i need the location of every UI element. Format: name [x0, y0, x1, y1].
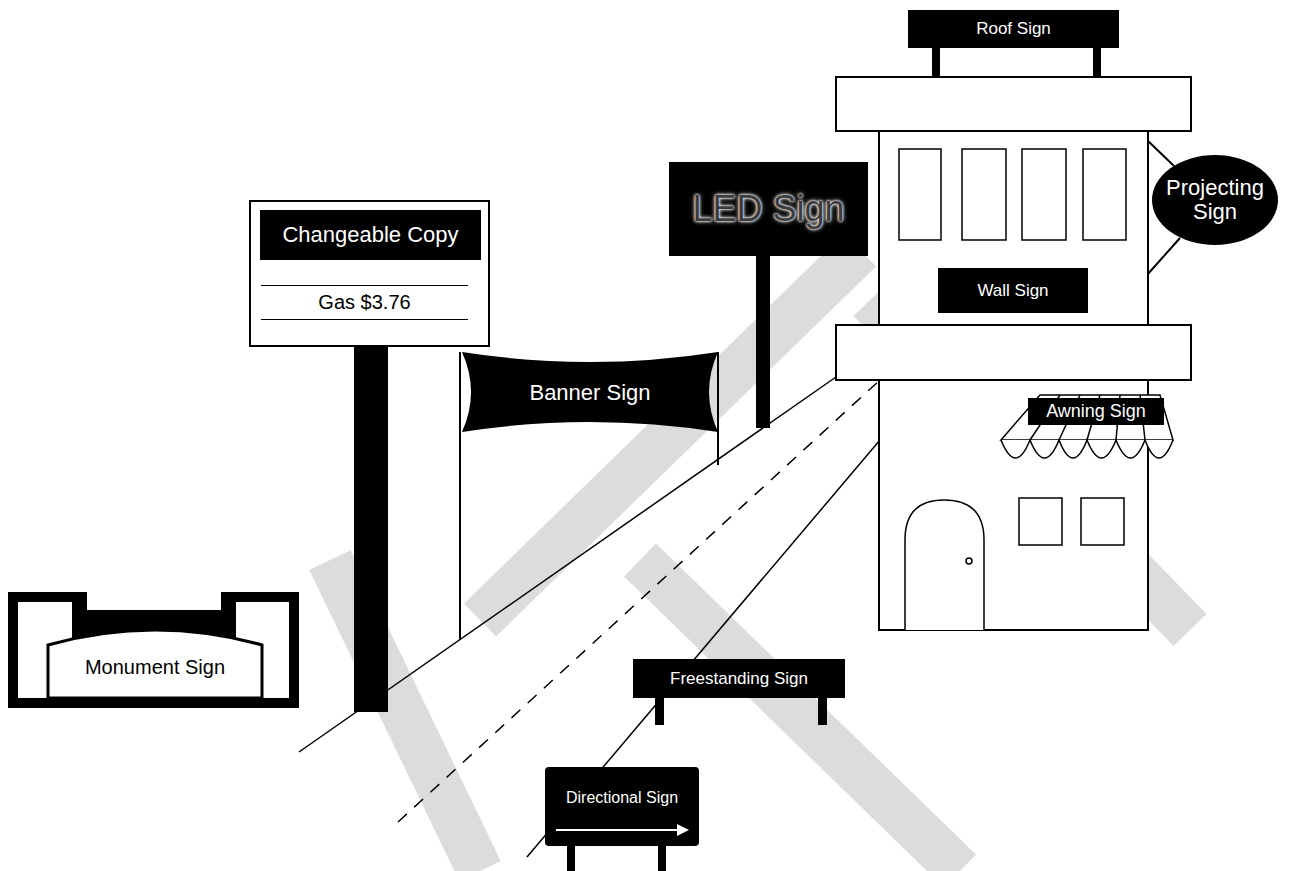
sign-label: Directional Sign	[566, 789, 678, 807]
building-band	[836, 325, 1191, 380]
sign-pole	[756, 256, 770, 428]
led-sign: LED Sign	[669, 162, 868, 256]
sign-label: Projecting Sign	[1159, 176, 1271, 224]
building-cornice	[836, 77, 1191, 131]
changeable-copy-sign: Changeable CopyGas $3.76	[249, 200, 490, 347]
monument-arch	[48, 630, 262, 698]
awning	[1001, 395, 1173, 458]
window	[1019, 498, 1062, 545]
directional-sign: Directional Sign	[545, 767, 699, 846]
sign-pole	[354, 347, 388, 712]
bracket	[1147, 238, 1180, 275]
banner-pole	[459, 352, 461, 640]
sign-post	[818, 697, 827, 725]
sign-label: Changeable Copy	[260, 210, 481, 260]
sign-label: Awning Sign	[1046, 401, 1146, 422]
road-centerline	[398, 380, 880, 822]
window	[1022, 149, 1066, 240]
sign-label: Banner Sign	[529, 380, 650, 406]
window	[962, 149, 1006, 240]
price-text: Gas $3.76	[261, 285, 468, 320]
awning-scallops	[1001, 440, 1173, 458]
window	[1083, 149, 1126, 240]
sign-label: Wall Sign	[977, 281, 1048, 301]
sign-label: LED Sign	[692, 188, 844, 230]
sign-label: Freestanding Sign	[670, 669, 808, 689]
roof-sign: Roof Sign	[908, 10, 1119, 48]
roof-post	[932, 47, 940, 78]
projecting-sign: Projecting Sign	[1152, 155, 1278, 245]
sign-post	[567, 845, 575, 871]
window	[1081, 498, 1124, 545]
bracket	[1147, 140, 1174, 166]
roof-post	[1093, 47, 1101, 78]
banner-shape	[462, 352, 718, 432]
freestanding-sign: Freestanding Sign	[633, 659, 845, 698]
door	[905, 500, 984, 630]
banner-pole	[717, 352, 719, 465]
sign-label: Monument Sign	[85, 656, 225, 679]
banner-sign: Banner Sign	[475, 362, 705, 424]
wall-sign: Wall Sign	[938, 268, 1088, 313]
road-edge	[527, 440, 880, 857]
sign-label: Roof Sign	[976, 19, 1051, 39]
sign-post	[658, 845, 666, 871]
awning-sign: Awning Sign	[1028, 398, 1164, 425]
awning-body	[1001, 395, 1173, 440]
doorknob	[966, 558, 972, 564]
monument-sign: Monument Sign	[50, 638, 260, 696]
window	[899, 149, 941, 240]
monument-frame	[8, 592, 299, 708]
sign-post	[655, 697, 664, 725]
